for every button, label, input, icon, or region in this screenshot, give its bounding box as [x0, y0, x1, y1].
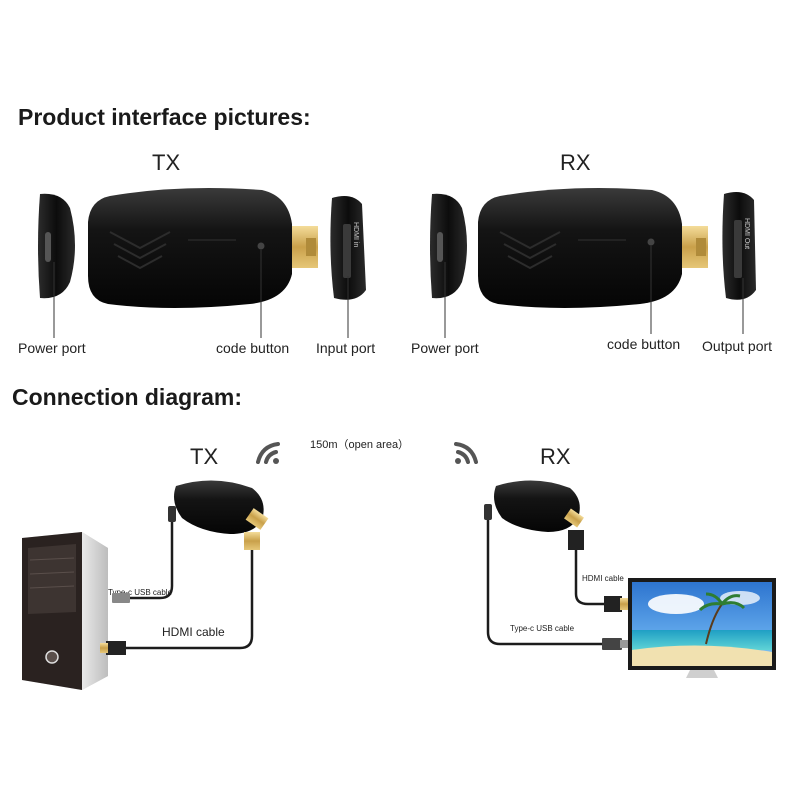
tx-leader-lines [53, 250, 349, 338]
rx-power-cap [430, 193, 467, 299]
rx-dongle-body [478, 188, 708, 308]
rx-port-cap: HDMI Out [722, 192, 756, 300]
tx-input-port-label: Input port [316, 340, 376, 356]
tx-title: TX [152, 150, 181, 175]
rx-usbc-plug-icon [484, 504, 492, 520]
tx-hdmi-plug-pc-icon [106, 641, 126, 655]
rx-hdmi-cable-label: HDMI cable [582, 574, 624, 583]
tx-code-button-icon [257, 242, 265, 250]
tx-power-cap [38, 193, 75, 299]
rx-usbc-power-port-icon [437, 232, 443, 262]
wifi-icon-rx [454, 442, 478, 464]
pc-tower-illustration [22, 532, 108, 690]
tx-power-port-label: Power port [18, 340, 86, 356]
tx-diagram-title: TX [190, 444, 219, 469]
rx-hdmi-plug-top-icon [568, 530, 584, 550]
tx-usb-cable-label: Type-c USB cable [108, 588, 173, 597]
tx-port-cap: HDMI in [330, 196, 366, 300]
rx-usb-a-plug-icon [602, 638, 622, 650]
rx-power-port-label: Power port [411, 340, 479, 356]
range-label: 150m（open area） [310, 439, 410, 451]
pc-power-button-icon [45, 650, 59, 664]
rx-usb-cable-label: Type-c USB cable [510, 624, 575, 633]
wifi-icon-tx [256, 442, 280, 464]
tx-hdmi-cable-label: HDMI cable [162, 625, 225, 639]
tx-usbc-plug-icon [168, 506, 176, 522]
rx-diagram-title: RX [540, 444, 571, 469]
rx-code-button-icon [647, 238, 655, 246]
tx-port-text: HDMI in [352, 222, 359, 247]
rx-title: RX [560, 150, 591, 175]
tx-cables [124, 520, 254, 650]
rx-code-button-label: code button [607, 336, 681, 352]
tx-dongle-body [88, 188, 318, 308]
tx-usbc-power-port-icon [45, 232, 51, 262]
tx-diagram-dongle [174, 480, 269, 534]
product-heading: Product interface pictures: [18, 104, 311, 130]
rx-hdmi-plug-tv-icon [604, 596, 622, 612]
tv-illustration [628, 578, 776, 678]
connection-heading: Connection diagram: [12, 384, 243, 410]
rx-cables [486, 518, 606, 646]
rx-leader-lines [444, 246, 744, 338]
rx-hdmi-output-port-icon [734, 220, 742, 278]
tx-code-button-label: code button [216, 340, 290, 356]
rx-port-text: HDMI Out [743, 218, 750, 249]
tx-hdmi-plug-top-icon [244, 532, 260, 550]
rx-diagram-dongle [494, 480, 584, 532]
rx-output-port-label: Output port [702, 338, 773, 354]
tx-usb-a-plug-icon [112, 593, 130, 603]
tx-hdmi-input-port-icon [343, 224, 351, 278]
